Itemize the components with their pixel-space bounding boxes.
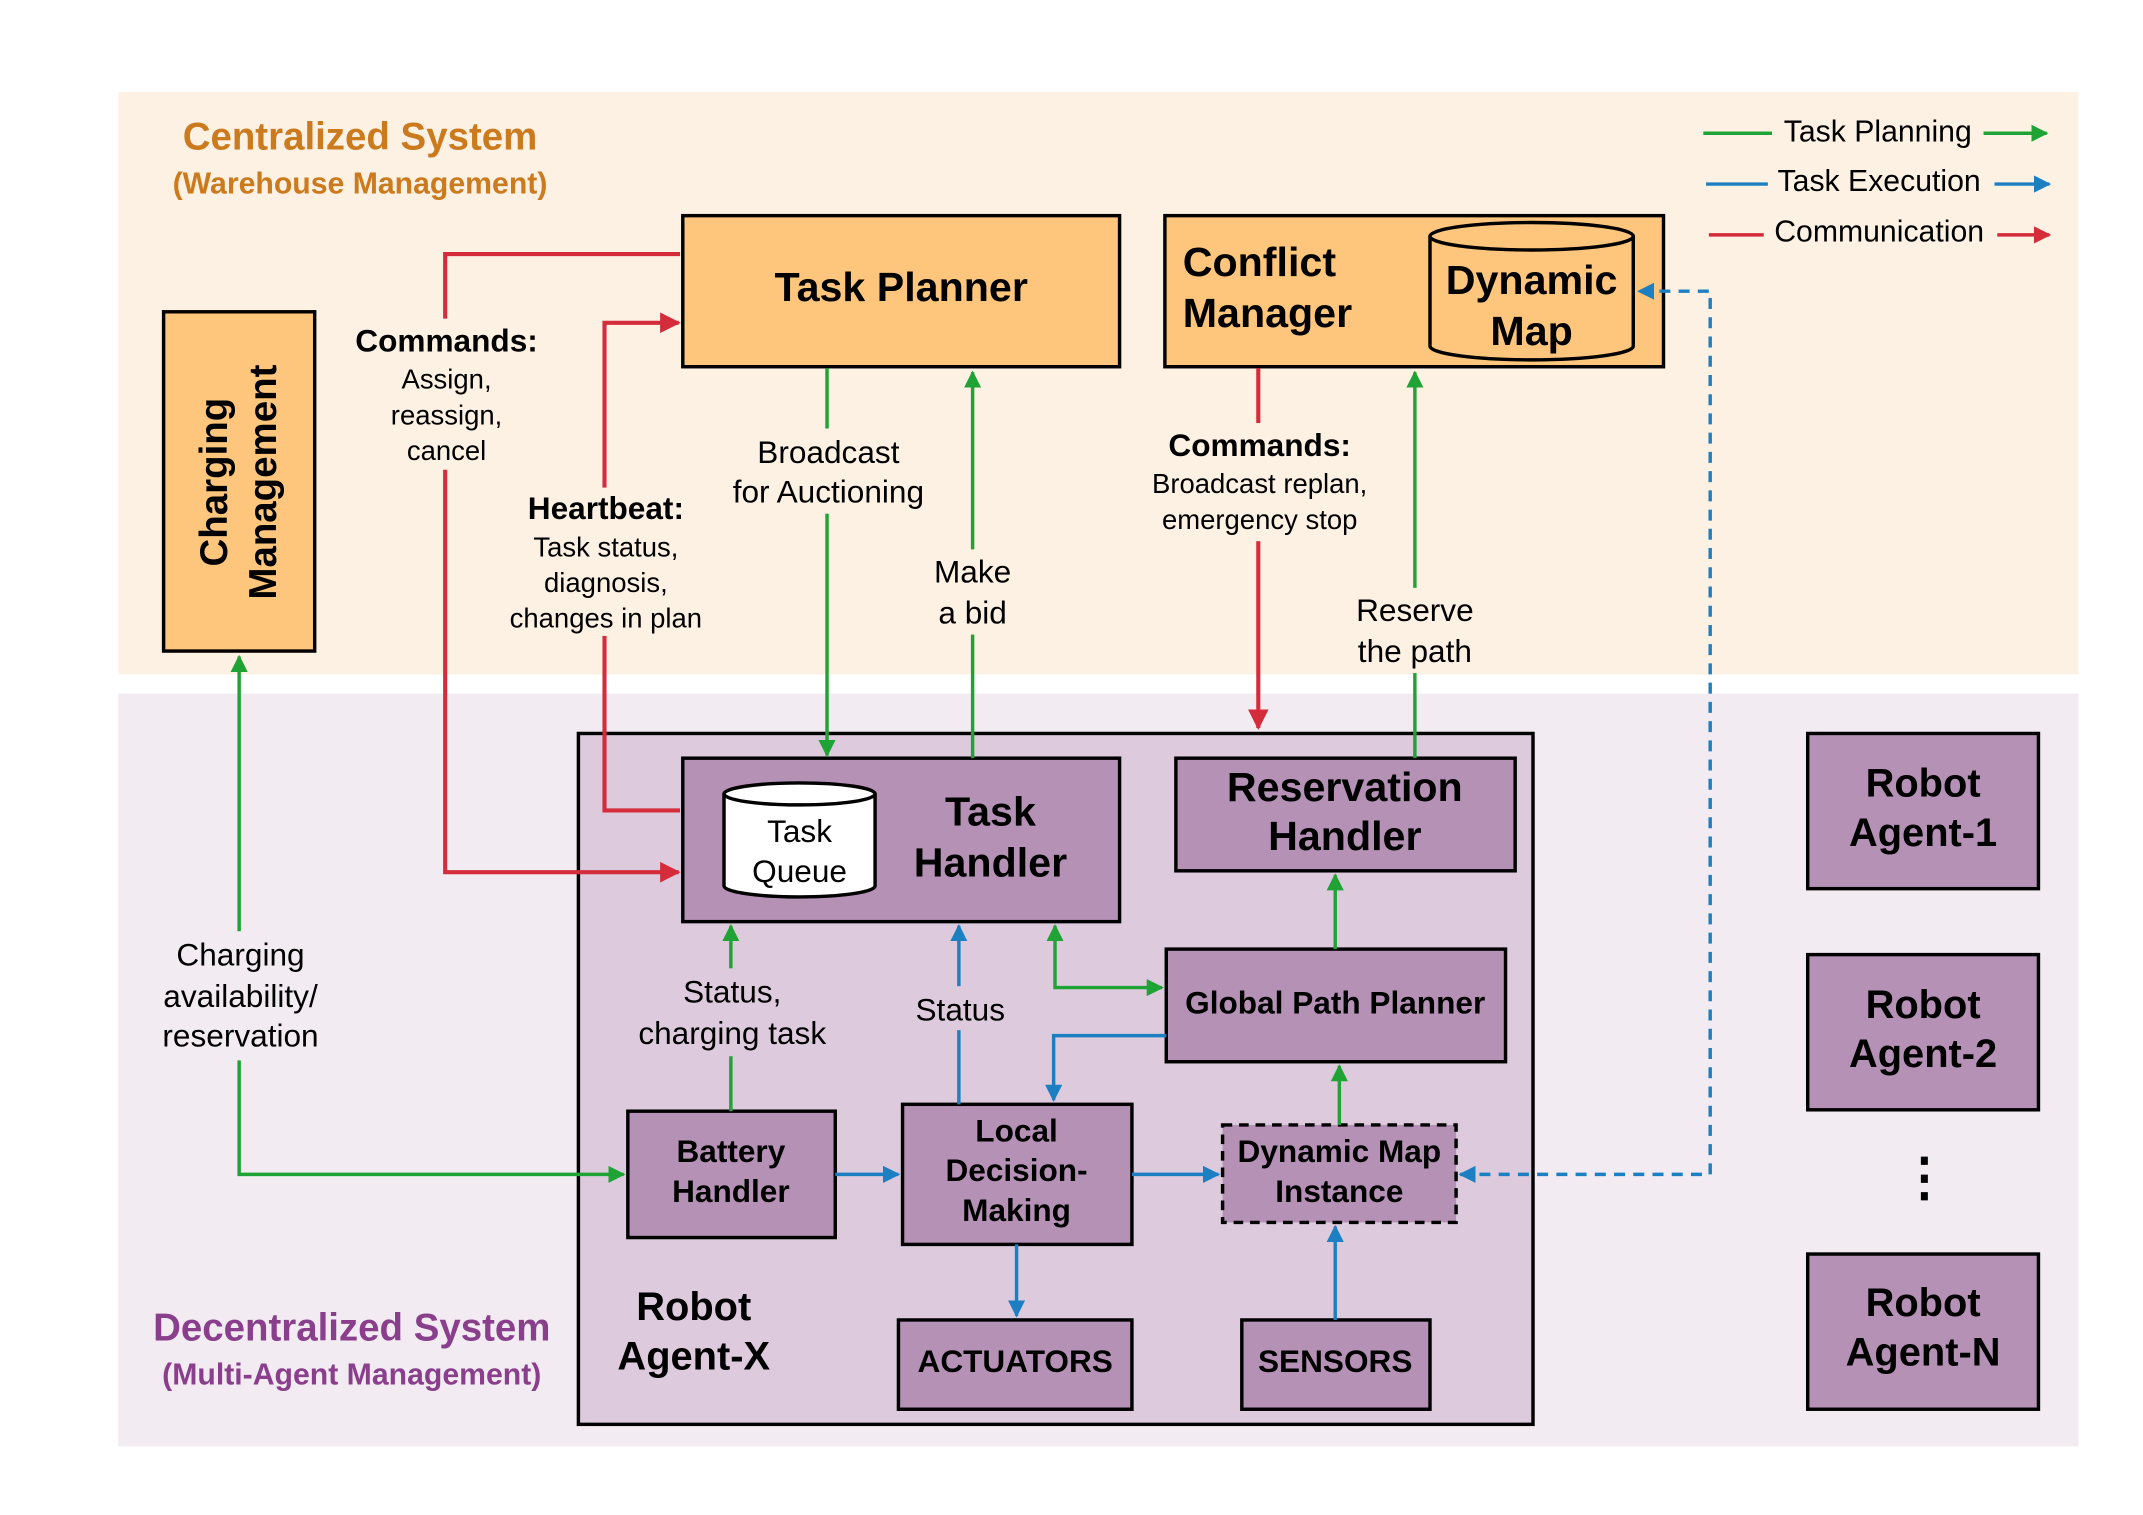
legend: Task Planning Task Execution Communicati… <box>1703 115 2052 249</box>
actuators-box: ACTUATORS <box>896 1318 1134 1411</box>
dynamic-map-line1: Dynamic <box>1446 257 1618 303</box>
arrow-gpp-to-ldm <box>1045 1033 1167 1102</box>
robot-agent-x-label-line1: Robot <box>636 1285 751 1329</box>
robot-agent-1-box: Robot Agent-1 <box>1805 731 2041 891</box>
robot-agent-n-line2: Agent-N <box>1846 1330 2001 1374</box>
actuators-label: ACTUATORS <box>918 1343 1113 1379</box>
global-path-planner-label: Global Path Planner <box>1185 985 1485 1021</box>
task-queue-database-icon <box>722 781 877 899</box>
local-decision-making-box: Local Decision- Making <box>900 1102 1134 1247</box>
make-bid-line1: Make <box>934 553 1011 589</box>
dynamic-map-instance-line1: Dynamic Map <box>1238 1133 1442 1169</box>
status-charging-line2: charging task <box>638 1015 826 1051</box>
charging-management-line1: Charging <box>193 398 236 567</box>
global-path-planner-box: Global Path Planner <box>1164 947 1508 1064</box>
label-reserve-path: Reserve the path <box>1346 587 1484 674</box>
make-bid-line2: a bid <box>938 595 1006 631</box>
commands-left-line3: cancel <box>407 435 486 466</box>
robot-agent-n-line1: Robot <box>1866 1281 1981 1325</box>
broadcast-line2: for Auctioning <box>733 474 924 510</box>
robot-agent-2-line1: Robot <box>1866 983 1981 1027</box>
task-queue-line1: Task <box>767 813 832 849</box>
legend-communication: Communication <box>1774 216 1984 249</box>
dynamic-map-instance-box: Dynamic Map Instance <box>1220 1123 1458 1225</box>
arrow-charging-battery <box>230 654 626 1183</box>
heartbeat-title: Heartbeat: <box>528 490 684 526</box>
task-planner-label: Task Planner <box>775 264 1028 310</box>
label-commands-left: Commands: Assign, reassign, cancel <box>343 318 550 470</box>
robot-agent-1-line1: Robot <box>1866 762 1981 806</box>
label-status-charging: Status, charging task <box>626 968 839 1057</box>
task-queue-line2: Queue <box>752 853 847 889</box>
legend-task-planning: Task Planning <box>1784 115 1972 148</box>
conflict-manager-line1: Conflict <box>1183 239 1337 285</box>
heartbeat-line2: diagnosis, <box>544 567 668 598</box>
conflict-manager-box: Conflict Manager Dynamic Map <box>1163 213 1666 369</box>
status-charging-line1: Status, <box>683 974 781 1010</box>
centralized-title: Centralized System <box>183 116 538 159</box>
legend-task-execution: Task Execution <box>1778 165 1981 198</box>
local-decision-making-line2: Decision- <box>945 1152 1087 1188</box>
reservation-handler-line1: Reservation <box>1227 764 1463 810</box>
reserve-path-line2: the path <box>1358 633 1472 669</box>
robot-agent-2-line2: Agent-2 <box>1849 1032 1997 1076</box>
charging-availability-line3: reservation <box>162 1018 318 1054</box>
commands-right-line2: emergency stop <box>1162 504 1357 535</box>
battery-handler-box: Battery Handler <box>626 1109 837 1240</box>
label-commands-right: Commands: Broadcast replan, emergency st… <box>1137 423 1382 542</box>
robot-agent-x-label-line2: Agent-X <box>617 1334 770 1378</box>
robot-agent-2-box: Robot Agent-2 <box>1805 952 2041 1112</box>
heartbeat-line1: Task status, <box>533 531 678 562</box>
label-broadcast: Broadcast for Auctioning <box>719 428 937 514</box>
local-decision-making-line3: Making <box>962 1192 1071 1228</box>
heartbeat-line3: changes in plan <box>510 603 702 634</box>
commands-right-title: Commands: <box>1168 427 1350 463</box>
arrow-dynamic-map-sync <box>1458 282 1712 1183</box>
dynamic-map-instance-line2: Instance <box>1275 1173 1403 1209</box>
status-label: Status <box>915 992 1005 1028</box>
label-charging-availability: Charging availability/ reservation <box>148 931 333 1061</box>
task-handler-line1: Task <box>945 788 1036 834</box>
task-planner-box: Task Planner <box>681 213 1122 369</box>
robot-agent-1-line2: Agent-1 <box>1849 811 1997 855</box>
charging-availability-line2: availability/ <box>163 978 318 1014</box>
reservation-handler-line2: Handler <box>1268 813 1421 859</box>
commands-left-line2: reassign, <box>391 399 502 430</box>
commands-left-title: Commands: <box>355 323 537 359</box>
charging-management-line2: Management <box>242 364 285 599</box>
commands-right-line1: Broadcast replan, <box>1152 468 1367 499</box>
decentralized-title: Decentralized System <box>153 1307 550 1350</box>
label-status: Status <box>909 986 1012 1031</box>
task-handler-line2: Handler <box>914 839 1067 885</box>
charging-management-box: Charging Management <box>161 310 317 653</box>
robot-agents-ellipsis: ⋮ <box>1898 1149 1950 1207</box>
arrow-task-handler-gpp <box>1046 924 1164 997</box>
reserve-path-line1: Reserve <box>1356 592 1474 628</box>
centralized-subtitle: (Warehouse Management) <box>173 168 548 201</box>
label-make-bid: Make a bid <box>925 549 1020 635</box>
robot-agent-n-box: Robot Agent-N <box>1805 1252 2041 1411</box>
label-heartbeat: Heartbeat: Task status, diagnosis, chang… <box>497 487 715 636</box>
task-handler-box: Task Queue Task Handler <box>681 756 1122 924</box>
reservation-handler-box: Reservation Handler <box>1174 756 1517 873</box>
sensors-label: SENSORS <box>1258 1343 1412 1379</box>
local-decision-making-line1: Local <box>975 1112 1057 1148</box>
battery-handler-line2: Handler <box>672 1173 790 1209</box>
conflict-manager-line2: Manager <box>1183 290 1352 336</box>
broadcast-line1: Broadcast <box>757 434 899 470</box>
commands-left-line1: Assign, <box>401 364 491 395</box>
charging-availability-line1: Charging <box>176 937 304 973</box>
sensors-box: SENSORS <box>1240 1318 1432 1411</box>
battery-handler-line1: Battery <box>676 1133 785 1169</box>
dynamic-map-line2: Map <box>1490 308 1572 354</box>
decentralized-subtitle: (Multi-Agent Management) <box>162 1359 541 1392</box>
